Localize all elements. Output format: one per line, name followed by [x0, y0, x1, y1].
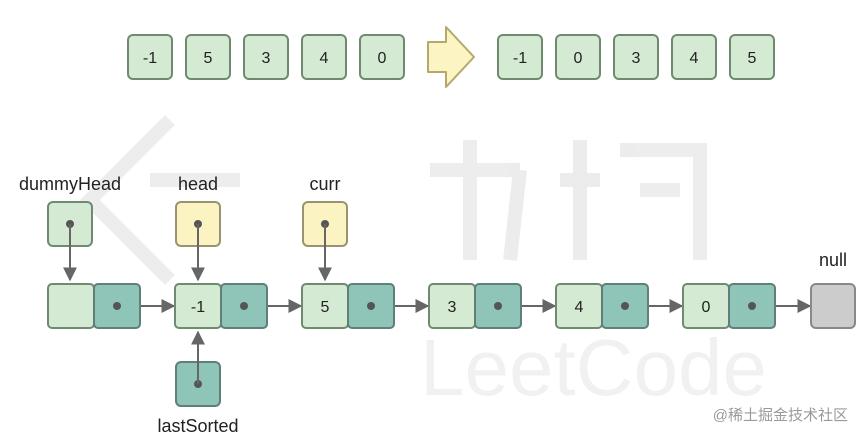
- after-array-cell: 4: [671, 34, 717, 80]
- after-array-value: 0: [574, 50, 583, 67]
- list-node: 3: [428, 283, 522, 329]
- before-array-value: 4: [320, 50, 329, 67]
- list-node-next-dot: [367, 302, 375, 310]
- list-node-value: 4: [575, 299, 584, 316]
- before-array-cell: 4: [301, 34, 347, 80]
- before-array: -1 5 3 4 0: [127, 34, 405, 80]
- list-node: 0: [682, 283, 776, 329]
- leetcode-watermark: [80, 115, 707, 285]
- watermark-logo-glyph-2: [560, 140, 707, 260]
- pointer-lastsorted: lastSorted: [157, 330, 239, 436]
- dummyhead-label: dummyHead: [19, 174, 121, 194]
- before-array-cell: 5: [185, 34, 231, 80]
- list-node-value: 5: [321, 299, 330, 316]
- watermark-logo-glyph-1: [430, 140, 527, 261]
- before-array-cell: 3: [243, 34, 289, 80]
- list-node-value: -1: [191, 299, 205, 316]
- after-array-cell: -1: [497, 34, 543, 80]
- list-node: 4: [555, 283, 649, 329]
- null-node: null: [810, 250, 856, 329]
- before-array-value: 0: [378, 50, 387, 67]
- list-node-next-dot: [494, 302, 502, 310]
- before-array-cell: -1: [127, 34, 173, 80]
- after-array-cell: 0: [555, 34, 601, 80]
- after-array-value: 4: [690, 50, 699, 67]
- before-array-cell: 0: [359, 34, 405, 80]
- pointer-head: head: [175, 174, 221, 282]
- list-node-next-dot: [748, 302, 756, 310]
- transform-arrow-icon: [427, 26, 475, 88]
- after-array-cell: 5: [729, 34, 775, 80]
- watermark-brand: LeetCode: [420, 323, 767, 412]
- after-array: -1 0 3 4 5: [497, 34, 775, 80]
- linked-list: -1 5 3 4 0: [47, 283, 776, 329]
- before-array-value: 3: [262, 50, 271, 67]
- list-node: 5: [301, 283, 395, 329]
- list-node-value: 0: [702, 299, 711, 316]
- watermark-credit: @稀土掘金技术社区: [713, 407, 848, 424]
- after-array-value: -1: [513, 50, 527, 67]
- after-array-cell: 3: [613, 34, 659, 80]
- before-array-value: -1: [143, 50, 157, 67]
- list-node-value: 3: [448, 299, 457, 316]
- null-label: null: [819, 250, 847, 270]
- curr-label: curr: [310, 174, 341, 194]
- head-label: head: [178, 174, 218, 194]
- before-array-value: 5: [204, 50, 213, 67]
- pointer-curr: curr: [302, 174, 348, 282]
- pointer-dummyhead: dummyHead: [19, 174, 121, 282]
- list-node-next-dot: [621, 302, 629, 310]
- after-array-value: 5: [748, 50, 757, 67]
- after-array-value: 3: [632, 50, 641, 67]
- watermark-logo-shape: [80, 115, 240, 285]
- lastsorted-label: lastSorted: [157, 416, 238, 436]
- list-node: -1: [174, 283, 268, 329]
- list-node-next-dot: [113, 302, 121, 310]
- list-node: [47, 283, 141, 329]
- list-node-next-dot: [240, 302, 248, 310]
